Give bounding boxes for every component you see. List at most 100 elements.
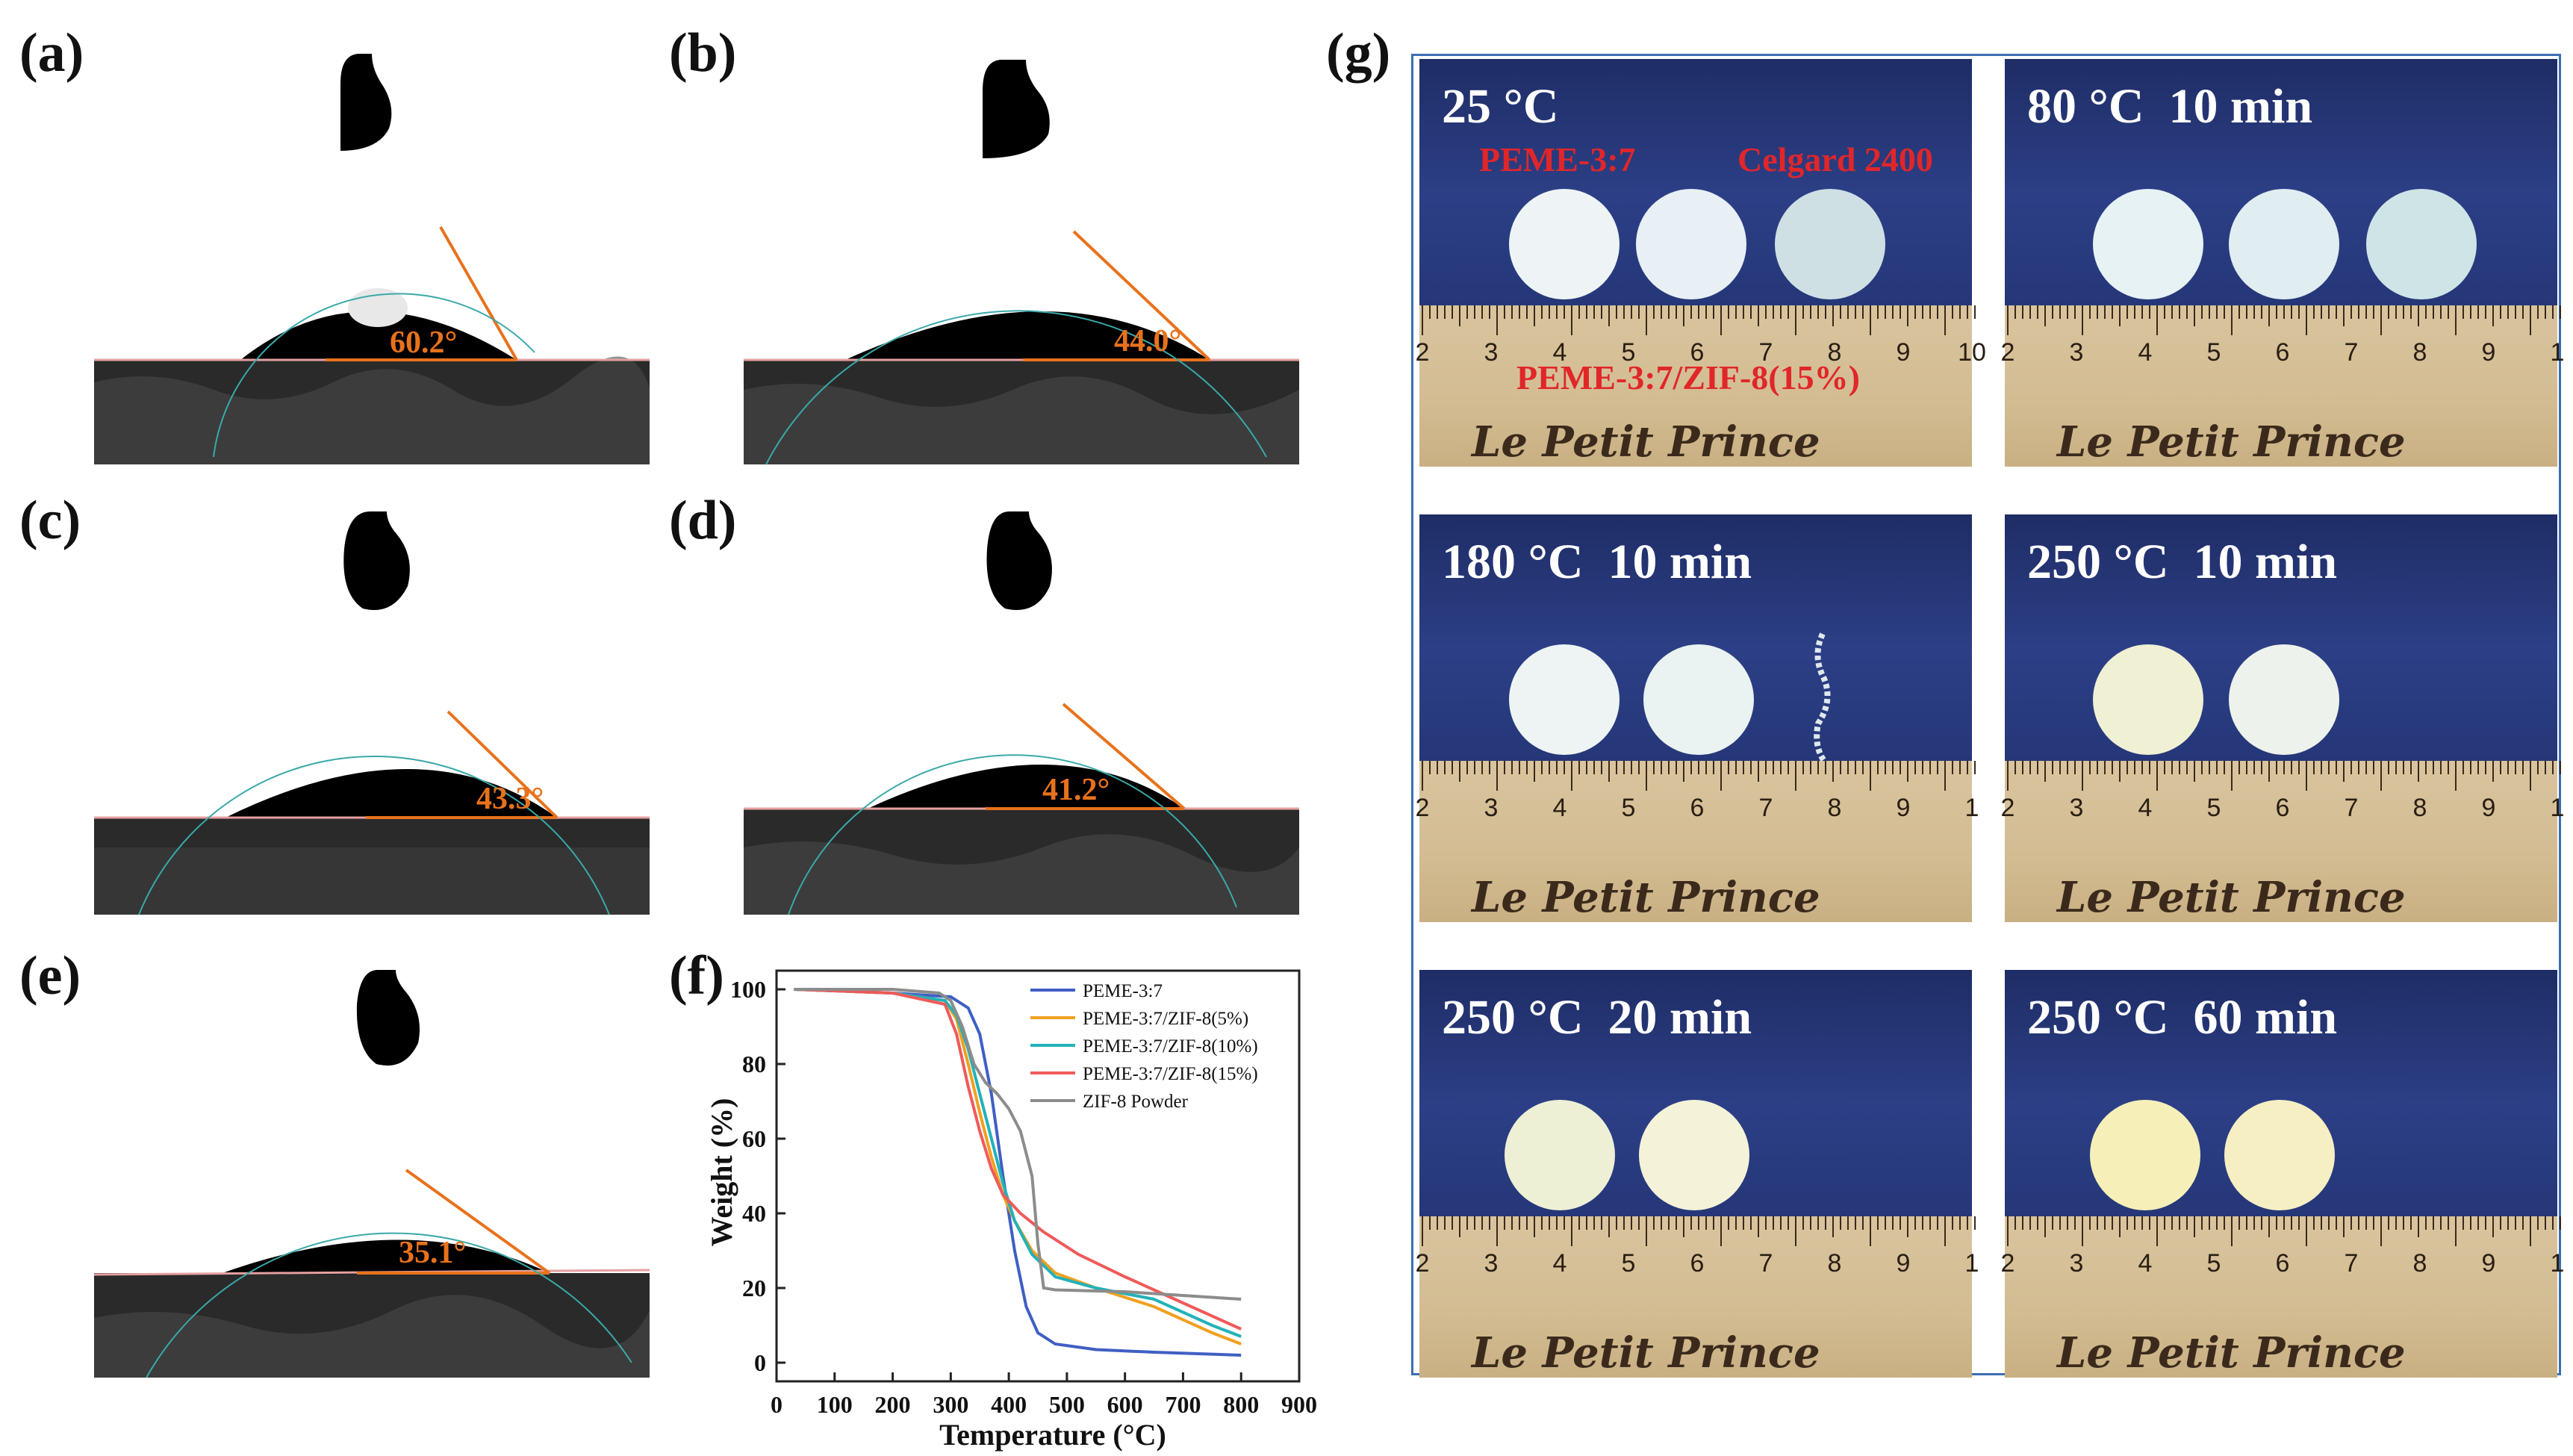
ruler-number: 1 (2551, 794, 2565, 822)
x-tick-label: 600 (1107, 1391, 1143, 1418)
ruler-number: 6 (1690, 1249, 1705, 1278)
ruler-number: 8 (1828, 338, 1842, 367)
ruler-number: 5 (1622, 338, 1636, 367)
ruler-brand: Le Petit Prince (1472, 1328, 1820, 1378)
ruler-number: 1 (1965, 1249, 1979, 1278)
membrane-disc (2229, 644, 2339, 755)
x-tick-label: 900 (1281, 1391, 1317, 1418)
ruler-number: 1 (2551, 1249, 2565, 1278)
y-axis-label: Weight (%) (705, 1098, 738, 1247)
membrane-disc (2090, 1100, 2200, 1210)
x-tick-label: 100 (817, 1391, 853, 1418)
x-tick-label: 200 (875, 1391, 911, 1418)
ruler-number: 9 (2482, 1249, 2496, 1278)
legend-entry: PEME-3:7/ZIF-8(15%) (1083, 1064, 1258, 1084)
x-tick-label: 400 (991, 1391, 1027, 1418)
ruler-number: 7 (1759, 794, 1773, 822)
contact-angle-image-e: 35.1° (93, 959, 650, 1378)
contact-angle-image-d: 41.2° (744, 497, 1299, 915)
membrane-disc (1509, 189, 1620, 299)
ruler-number: 9 (2482, 338, 2496, 367)
x-axis-label: Temperature (°C) (939, 1418, 1166, 1452)
photo-title: 250 °C 60 min (2027, 990, 2338, 1045)
ruler-number: 8 (2413, 1249, 2427, 1278)
ruler-number: 5 (1622, 1249, 1636, 1278)
ruler-number: 2 (2001, 338, 2015, 367)
membrane-disc (1636, 189, 1746, 299)
ruler-number: 10 (1958, 338, 1986, 367)
ruler-number: 6 (2276, 338, 2290, 367)
ruler-number: 4 (2138, 1249, 2153, 1278)
label-peme-zif8: PEME-3:7/ZIF-8(15%) (1516, 358, 1860, 396)
ruler-brand: Le Petit Prince (2057, 417, 2406, 467)
ruler-number: 3 (2070, 794, 2084, 822)
ruler-number: 5 (2207, 794, 2221, 822)
ruler-number: 7 (2345, 338, 2359, 367)
ruler-number: 2 (1416, 338, 1430, 367)
ruler-number: 9 (1897, 794, 1911, 822)
series-line-5 (794, 988, 1242, 1301)
x-tick-label: 300 (933, 1391, 968, 1418)
ruler-number: 3 (2070, 338, 2084, 367)
photo-title: 250 °C 10 min (2027, 535, 2338, 589)
ruler-brand: Le Petit Prince (1472, 417, 1820, 467)
membrane-disc (2093, 644, 2203, 755)
label-celgard: Celgard 2400 (1737, 140, 1933, 178)
legend-entry: PEME-3:7/ZIF-8(5%) (1083, 1009, 1248, 1029)
y-tick-label: 20 (742, 1275, 766, 1301)
ruler-number: 2 (2001, 1249, 2015, 1278)
panel-label-b: (b) (669, 22, 737, 84)
ruler-number: 8 (1828, 1249, 1842, 1278)
x-tick-label: 700 (1165, 1391, 1201, 1418)
ruler-number: 9 (2482, 794, 2496, 822)
x-tick-label: 0 (771, 1391, 783, 1418)
ruler-number: 7 (1759, 1249, 1773, 1278)
photo-title: 80 °C 10 min (2027, 79, 2313, 134)
ruler-number: 2 (1416, 794, 1430, 822)
ruler-number: 4 (1553, 794, 1567, 822)
ruler-number: 6 (2276, 1249, 2290, 1278)
y-tick-label: 80 (742, 1051, 766, 1077)
series-line-3 (794, 988, 1242, 1338)
legend-entry: ZIF-8 Powder (1083, 1092, 1189, 1112)
ruler-number: 6 (2276, 794, 2290, 822)
membrane-disc (2224, 1100, 2335, 1210)
membrane-disc (2366, 189, 2477, 299)
ruler-number: 9 (1897, 338, 1911, 367)
y-tick-label: 0 (754, 1349, 766, 1376)
ruler-number: 5 (2207, 1249, 2221, 1278)
photo-title: 25 °C (1442, 79, 1559, 134)
plot-frame (775, 969, 1301, 1383)
y-tick-label: 40 (742, 1200, 766, 1227)
thermal-shrinkage-photo-grid: 2 3 4 5 6 7 8 9 10 25 °C PEME-3:7 Celgard 2400 P… (1411, 54, 2564, 1378)
label-peme: PEME-3:7 (1479, 140, 1636, 178)
y-tick-label: 60 (742, 1125, 766, 1152)
ruler-brand: Le Petit Prince (2057, 1328, 2406, 1378)
shrunk-celgard-residue (1814, 632, 1831, 763)
ruler-number: 8 (2413, 794, 2427, 822)
ruler-number: 8 (1828, 794, 1842, 822)
series-line-4 (794, 988, 1242, 1331)
y-tick-label: 100 (730, 976, 766, 1003)
ruler-number: 3 (1484, 338, 1499, 367)
contact-angle-d: 41.2° (1042, 773, 1110, 807)
membrane-disc (1775, 189, 1885, 299)
ruler-number: 7 (2345, 1249, 2359, 1278)
ruler-number: 6 (1690, 794, 1705, 822)
panel-label-c: (c) (19, 490, 81, 551)
contact-angle-c: 43.3° (476, 782, 544, 816)
ruler-number: 4 (1553, 1249, 1567, 1278)
panel-label-a: (a) (19, 22, 84, 84)
legend-entry: PEME-3:7 (1083, 981, 1163, 1001)
membrane-disc (2229, 189, 2339, 299)
membrane-disc (1505, 1100, 1615, 1210)
